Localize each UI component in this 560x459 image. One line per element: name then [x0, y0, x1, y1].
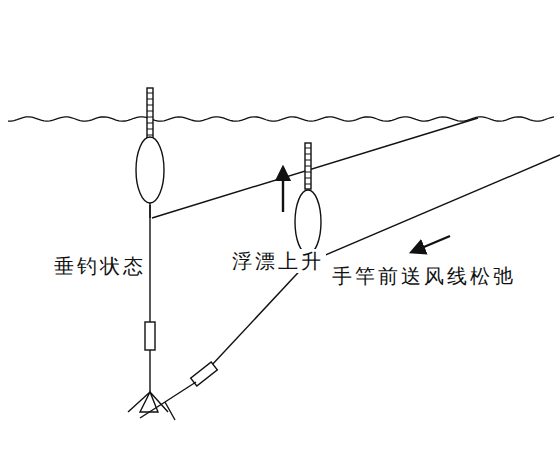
- caption-label: 浮漂上升: [230, 249, 326, 273]
- antenna-stripe: [305, 148, 311, 149]
- antenna-stripe: [147, 93, 153, 94]
- forward-arrow: [412, 236, 450, 252]
- rise-arrow: [282, 168, 284, 212]
- float: [295, 143, 321, 264]
- caption-label: 手竿前送风线松弛: [330, 264, 518, 288]
- fishing-line: [309, 155, 560, 262]
- fishing-line: [149, 205, 150, 322]
- antenna-stripe: [305, 154, 311, 155]
- fishing-line: [165, 382, 196, 402]
- fishing-line: [149, 350, 150, 392]
- antenna-stripe: [305, 172, 311, 173]
- antenna-stripe: [147, 129, 153, 130]
- caption-label: 垂钓状态: [52, 254, 148, 278]
- antenna-stripe: [147, 123, 153, 124]
- antenna-stripe: [305, 184, 311, 185]
- antenna-stripe: [305, 160, 311, 161]
- float: [136, 88, 164, 218]
- hooks: [128, 392, 168, 412]
- sinker: [145, 322, 155, 350]
- antenna-stripe: [147, 135, 153, 136]
- antenna-stripe: [305, 166, 311, 167]
- hooks: [140, 402, 175, 420]
- antenna-stripe: [305, 178, 311, 179]
- antenna-stripe: [147, 99, 153, 100]
- antenna-stripe: [147, 105, 153, 106]
- antenna-stripe: [147, 117, 153, 118]
- fishing-line: [210, 262, 308, 367]
- antenna-stripe: [147, 111, 153, 112]
